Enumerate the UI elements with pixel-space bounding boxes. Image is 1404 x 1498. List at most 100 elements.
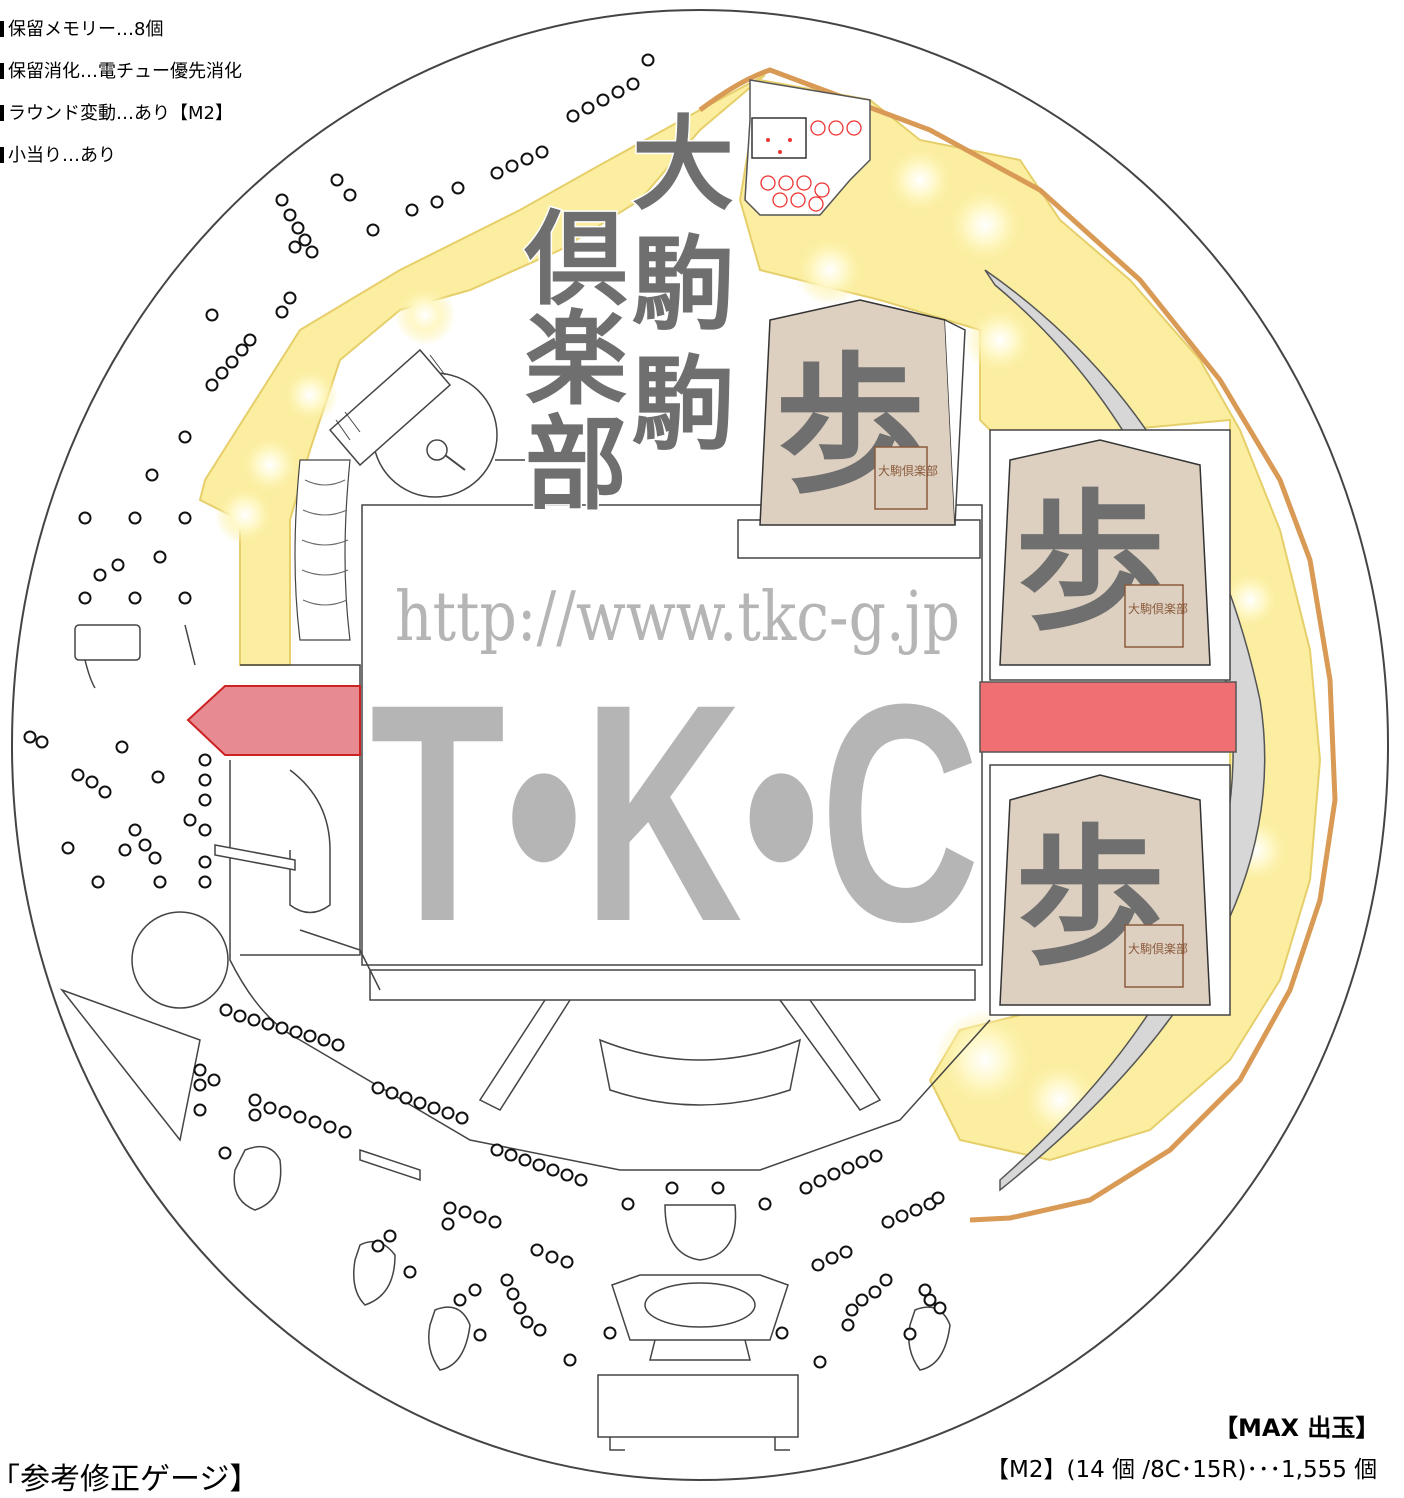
nail-pin xyxy=(488,1215,502,1229)
nail-pin xyxy=(198,793,212,807)
nail-pin xyxy=(811,1258,825,1272)
bullet-bar xyxy=(0,147,4,163)
nail-pin xyxy=(441,1106,455,1120)
cloud-right xyxy=(738,78,1322,1162)
nail-group xyxy=(23,53,947,1369)
nail-pin xyxy=(813,1174,827,1188)
nail-pin xyxy=(520,152,534,166)
nail-pin xyxy=(275,1021,289,1035)
nail-pin xyxy=(581,101,595,115)
piece-stamp: 大駒倶楽部 xyxy=(1128,941,1188,956)
nail-pin xyxy=(626,77,640,91)
nail-pin xyxy=(91,875,105,889)
nail-pin xyxy=(148,851,162,865)
right-attacker xyxy=(979,681,1237,753)
nail-pin xyxy=(115,740,129,754)
nail-pin xyxy=(308,1115,322,1129)
nail-pin xyxy=(371,1081,385,1095)
nail-pin xyxy=(931,1191,945,1205)
nail-pin xyxy=(219,1003,233,1017)
nail-pin xyxy=(841,1318,855,1332)
nail-pin xyxy=(918,1283,932,1297)
nail-pin xyxy=(178,511,192,525)
logo-char: 大 xyxy=(632,106,734,225)
nail-pin xyxy=(207,1073,221,1087)
nail-pin xyxy=(248,1108,262,1122)
nail-pin xyxy=(711,1181,725,1195)
nail-pin xyxy=(298,233,312,247)
nail-pin xyxy=(855,1293,869,1307)
nail-pin xyxy=(520,1315,534,1329)
nail-pin xyxy=(263,1101,277,1115)
nail-pin xyxy=(506,1287,520,1301)
spec-text: 小当り…あり xyxy=(8,145,116,166)
nail-pin xyxy=(293,1110,307,1124)
spec-text: 保留消化…電チュー優先消化 xyxy=(8,61,242,82)
nail-pin xyxy=(261,1017,275,1031)
nail-pin xyxy=(71,768,85,782)
nail-pin xyxy=(138,838,152,852)
nail-pin xyxy=(288,240,302,254)
nail-pin xyxy=(205,378,219,392)
bottom-center-unit xyxy=(597,1274,799,1451)
nail-pin xyxy=(233,1009,247,1023)
nail-pin xyxy=(560,1168,574,1182)
nail-pin xyxy=(145,468,159,482)
nail-pin xyxy=(413,1096,427,1110)
nail-pin xyxy=(98,785,112,799)
nail-pin xyxy=(430,195,444,209)
nail-pin xyxy=(178,591,192,605)
nail-pin xyxy=(473,1210,487,1224)
spec-round-change: ラウンド変動…あり【M2】 xyxy=(0,104,233,124)
piece-stamp: 大駒倶楽部 xyxy=(878,463,938,478)
nail-pin xyxy=(825,1251,839,1265)
nail-pin xyxy=(366,223,380,237)
glow-spot xyxy=(795,235,865,305)
nail-pin xyxy=(473,1328,487,1342)
nail-pin xyxy=(323,1120,337,1134)
nail-pin xyxy=(193,1063,207,1077)
nail-pin xyxy=(827,1167,841,1181)
nail-pin xyxy=(205,308,219,322)
nail-pin xyxy=(128,591,142,605)
nail-pin xyxy=(468,1283,482,1297)
nail-pin xyxy=(535,145,549,159)
nail-pin xyxy=(839,1245,853,1259)
nail-pin xyxy=(198,875,212,889)
glow-spot xyxy=(395,285,455,345)
gauge-title: 「参考修正ゲージ】 xyxy=(0,1462,260,1497)
nail-pin xyxy=(799,1181,813,1195)
nail-pin xyxy=(775,1326,789,1340)
nail-pin xyxy=(283,291,297,305)
glow-spot xyxy=(965,305,1035,375)
nail-pin xyxy=(248,1093,262,1107)
nail-pin xyxy=(193,1078,207,1092)
glow-spot xyxy=(945,185,1025,265)
nail-pin xyxy=(118,843,132,857)
nail-pin xyxy=(85,775,99,789)
nail-pin xyxy=(198,823,212,837)
nail-pin xyxy=(532,1158,546,1172)
watermark-url: http://www.tkc-g.jp xyxy=(395,578,960,657)
nail-pin xyxy=(151,770,165,784)
nail-pin xyxy=(611,85,625,99)
shogi-piece-top: 歩 大駒倶楽部 xyxy=(737,299,981,559)
nail-pin xyxy=(923,1293,937,1307)
nail-pin xyxy=(621,1197,635,1211)
nail-pin xyxy=(35,735,49,749)
nail-pin xyxy=(128,823,142,837)
nail-pin xyxy=(441,1217,455,1231)
nail-pin xyxy=(563,1353,577,1367)
nail-pin xyxy=(317,1033,331,1047)
nail-pin xyxy=(303,1029,317,1043)
spec-hold-memory: 保留メモリー…8個 xyxy=(0,20,163,40)
hold-lamp-unit xyxy=(744,79,871,216)
nail-pin xyxy=(903,1327,917,1341)
nail-pin xyxy=(758,1197,772,1211)
nail-pin xyxy=(331,1038,345,1052)
nail-pin xyxy=(215,366,229,380)
nail-pin xyxy=(291,221,305,235)
bullet-bar xyxy=(0,105,4,121)
nail-pin xyxy=(153,875,167,889)
nail-pin xyxy=(895,1209,909,1223)
